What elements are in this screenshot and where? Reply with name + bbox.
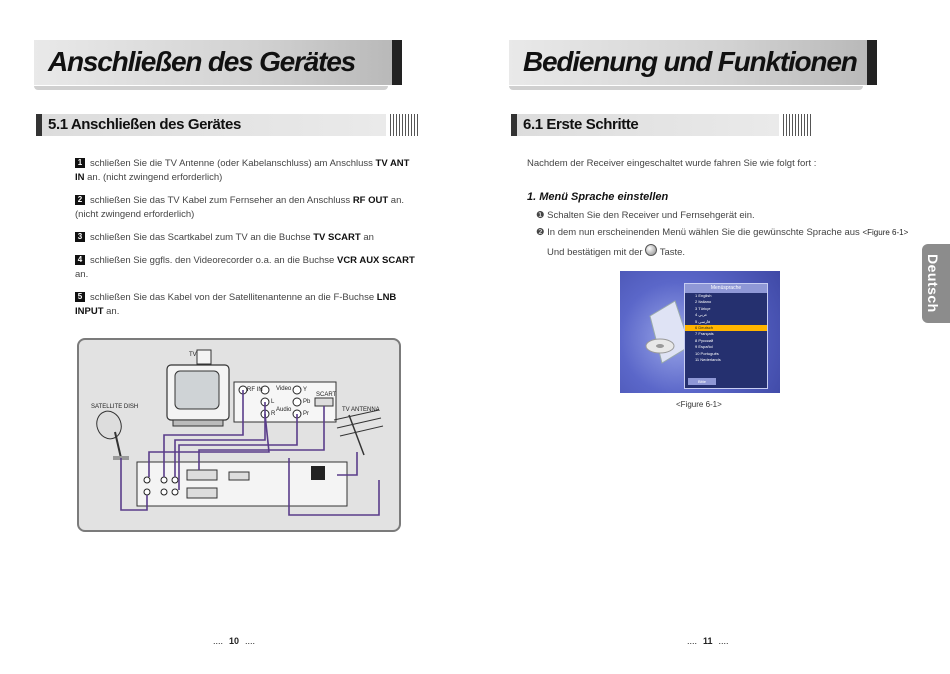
rf-in-label: RF IN (247, 387, 263, 393)
instruction-text: Und bestätigen mit der (547, 247, 646, 258)
step-keyword: TV ANT IN (75, 158, 410, 183)
intro-text: Nachdem der Receiver eingeschaltet wurde… (527, 158, 817, 169)
left-page-number: .... 10.... (213, 636, 255, 646)
step-text: an. (nicht zwingend erforderlich) (75, 195, 405, 220)
menu-ok-hint: Bitte (688, 378, 716, 385)
page-number-value: 11 (703, 636, 713, 646)
audio-label: Audio (276, 407, 292, 413)
step-4: 4 schließen Sie ggfls. den Videorecorder … (75, 254, 415, 282)
language-side-tab: Deutsch (922, 244, 950, 323)
figure-background-art (645, 300, 691, 364)
connection-diagram: TV SATELLITE DISH TV ANTENNA RF IN Video… (77, 338, 401, 532)
r-label: R (271, 411, 276, 417)
page-dots: .... (213, 636, 224, 646)
language-option[interactable]: 7 Français (695, 331, 714, 337)
pr-label: Pr (303, 411, 309, 417)
ok-button-icon (645, 244, 658, 256)
y-label: Y (303, 387, 308, 393)
banner-end-bar (392, 40, 402, 85)
language-option[interactable]: 1 English (695, 293, 712, 298)
side-tab-label: Deutsch (925, 254, 941, 313)
step-text: an. (103, 306, 120, 317)
language-option-selected[interactable]: 6 Deutsch (685, 324, 767, 332)
step-3: 3 schließen Sie das Scartkabel zum TV an … (75, 231, 415, 245)
satellite-dish-label: SATELLITE DISH (91, 404, 139, 410)
banner-shadow (34, 86, 388, 90)
connection-diagram-drawing (96, 349, 384, 516)
instruction-text: Taste. (657, 247, 686, 258)
step-text: schließen Sie ggfls. den Videorecorder o… (90, 255, 337, 266)
section-barcode-decoration (783, 114, 811, 136)
step-5: 5 schließen Sie das Kabel von der Satelli… (75, 291, 415, 319)
pb-label: Pb (303, 399, 311, 405)
language-menu-title: Menüsprache (685, 284, 767, 293)
step-number: 3 (75, 232, 85, 242)
right-section-title: 6.1 Erste Schritte (523, 116, 639, 133)
language-option[interactable]: 9 Español (695, 344, 713, 350)
language-menu: Menüsprache 1 English 2 Italiano 3 Türkç… (684, 283, 768, 389)
section-barcode-decoration (390, 114, 418, 136)
step-text: schließen Sie das Scartkabel zum TV an d… (90, 232, 314, 243)
step-text: schließen Sie das TV Kabel zum Fernseher… (90, 195, 353, 206)
step-keyword: LNB INPUT (75, 292, 397, 317)
page-dots: .... (718, 636, 729, 646)
tv-antenna-label: TV ANTENNA (342, 407, 380, 413)
step-2: 2 schließen Sie das TV Kabel zum Fernsehe… (75, 194, 415, 222)
left-section-title: 5.1 Anschließen des Gerätes (48, 116, 241, 133)
section-marker (36, 114, 42, 136)
figure-caption: <Figure 6-1> (676, 400, 722, 409)
instruction-line-2: ❷ In dem nun erscheinenden Menü wählen S… (536, 227, 908, 238)
right-page-number: .... 11.... (687, 636, 729, 646)
menu-language-heading: 1. Menü Sprache einstellen (527, 191, 669, 203)
step-number: 4 (75, 255, 85, 265)
page-number-value: 10 (229, 636, 240, 646)
language-option[interactable]: 3 Türkçe (695, 305, 711, 311)
tv-label: TV (189, 352, 197, 358)
step-number: 1 (75, 158, 85, 168)
page-dots: .... (245, 636, 256, 646)
left-header-title: Anschließen des Gerätes (48, 46, 356, 77)
language-option[interactable]: 5 فارسی (695, 318, 711, 324)
instruction-text: ❷ In dem nun erscheinenden Menü wählen S… (536, 227, 863, 238)
banner-end-bar (867, 40, 877, 85)
step-text: an (360, 232, 374, 243)
right-header-title: Bedienung und Funktionen (523, 46, 858, 77)
page-dots: .... (687, 636, 698, 646)
left-section-header: 5.1 Anschließen des Gerätes (36, 114, 418, 136)
language-option[interactable]: 4 عربي (695, 312, 708, 318)
step-keyword: VCR AUX SCART (336, 255, 415, 266)
language-option[interactable]: 2 Italiano (695, 299, 712, 305)
video-label: Video (276, 386, 292, 392)
step-1: 1 schließen Sie die TV Antenne (oder Kabe… (75, 157, 415, 185)
step-text: an. (75, 269, 89, 280)
instruction-line-1: ❶ Schalten Sie den Receiver und Fernsehg… (536, 210, 755, 221)
step-text: schließen Sie die TV Antenne (oder Kabel… (90, 158, 376, 169)
right-header-banner: Bedienung und Funktionen (509, 40, 877, 90)
step-number: 5 (75, 292, 85, 302)
language-option[interactable]: 8 Русский (695, 337, 714, 343)
figure-reference: <Figure 6-1> (862, 228, 909, 237)
section-marker (511, 114, 517, 136)
step-text: schließen Sie das Kabel von der Satellit… (90, 292, 377, 303)
left-header-banner: Anschließen des Gerätes (34, 40, 402, 90)
language-option[interactable]: 11 Nederlands (695, 356, 721, 362)
scart-label: SCART (316, 392, 337, 398)
right-section-header: 6.1 Erste Schritte (511, 114, 811, 136)
banner-shadow (509, 86, 863, 90)
step-text: an. (nicht zwingend erforderlich) (84, 172, 223, 183)
step-keyword: TV SCART (313, 232, 361, 243)
step-keyword: RF OUT (352, 195, 389, 206)
step-number: 2 (75, 195, 85, 205)
instruction-line-3: Und bestätigen mit der Taste. (547, 244, 685, 258)
l-label: L (271, 399, 275, 405)
language-option[interactable]: 10 Português (695, 350, 719, 356)
